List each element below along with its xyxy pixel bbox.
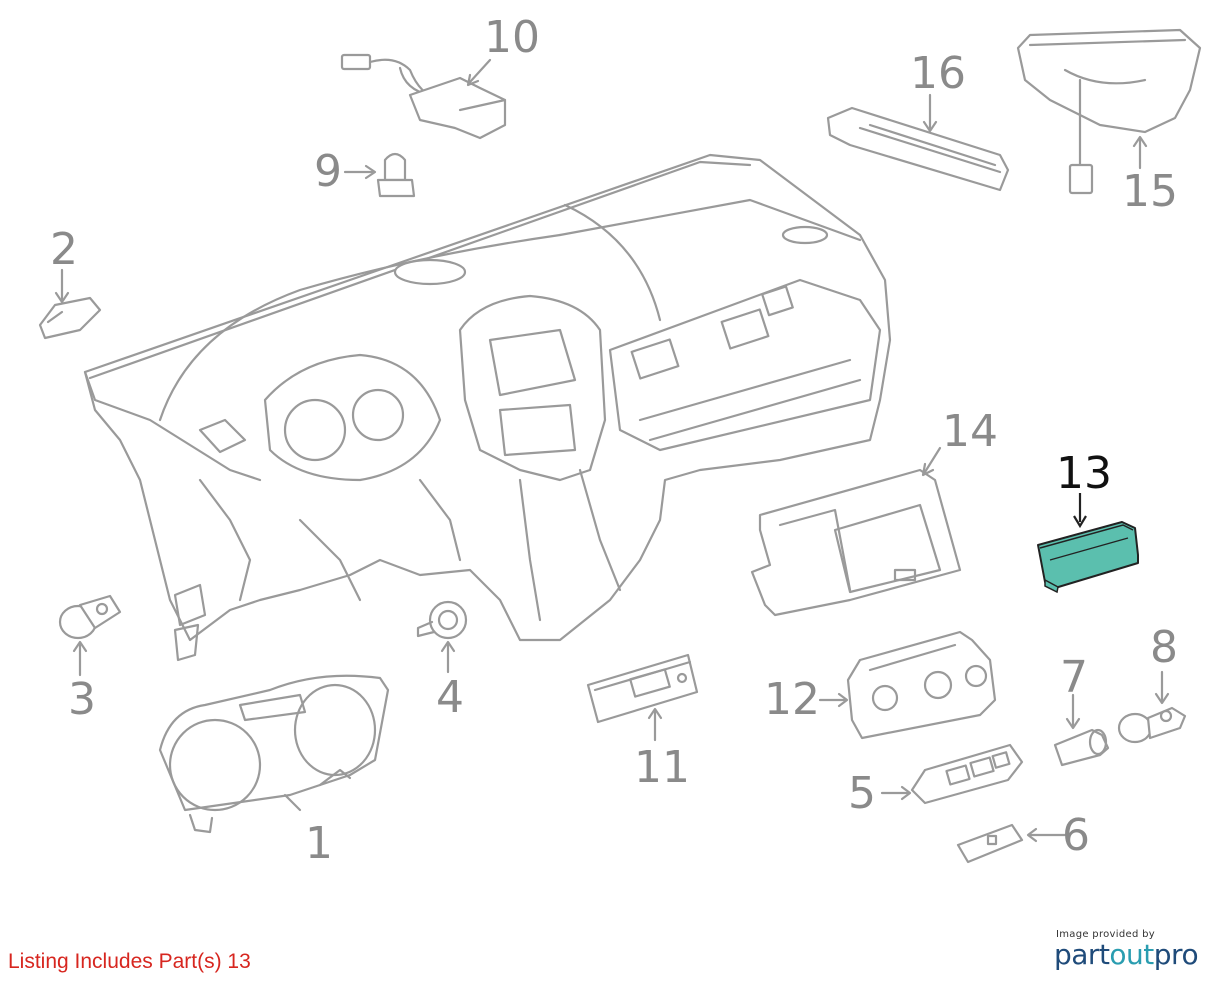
- part-15-head-up-unit: [1016, 28, 1202, 195]
- callout-4: 4: [436, 672, 464, 723]
- callout-13-highlighted: 13: [1056, 448, 1112, 499]
- callout-3: 3: [68, 674, 96, 725]
- part-10-harness: [340, 53, 507, 140]
- part-4-sensor: [416, 600, 468, 674]
- callout-6: 6: [1062, 810, 1090, 861]
- part-12-climate-control: [818, 630, 997, 740]
- callout-12: 12: [764, 674, 820, 725]
- callout-11: 11: [634, 742, 690, 793]
- part-11-control-unit: [586, 653, 699, 742]
- part-5-switch-panel: [880, 743, 1024, 805]
- part-16-control-panel: [826, 93, 1010, 192]
- part-7-bulb: [1053, 693, 1110, 767]
- part-3-switch: [58, 594, 122, 677]
- callout-9: 9: [314, 146, 342, 197]
- callout-10: 10: [484, 12, 540, 63]
- part-13-highlighted-module: [1037, 493, 1139, 594]
- callout-14: 14: [942, 406, 998, 457]
- callout-8: 8: [1150, 622, 1178, 673]
- part-6-switch: [956, 823, 1067, 864]
- callout-5: 5: [848, 768, 876, 819]
- part-8-socket: [1117, 670, 1187, 744]
- callout-7: 7: [1060, 652, 1088, 703]
- part-2-component: [38, 268, 102, 340]
- callout-2: 2: [50, 224, 78, 275]
- listing-includes-text: Listing Includes Part(s) 13: [8, 950, 251, 973]
- callout-16: 16: [910, 48, 966, 99]
- part-1-instrument-cluster: [158, 674, 390, 834]
- callout-1: 1: [305, 818, 333, 869]
- callout-15: 15: [1122, 166, 1178, 217]
- logo-part: part: [1054, 938, 1110, 971]
- logo-pro: pro: [1153, 938, 1199, 971]
- partoutpro-logo: partoutpro: [1054, 938, 1199, 971]
- dashboard-panel: [83, 153, 892, 662]
- logo-out: out: [1109, 938, 1154, 971]
- part-9-bulb: [343, 152, 416, 198]
- image-credit-text: Image provided by: [1056, 929, 1155, 940]
- part-14-display-unit: [750, 446, 962, 617]
